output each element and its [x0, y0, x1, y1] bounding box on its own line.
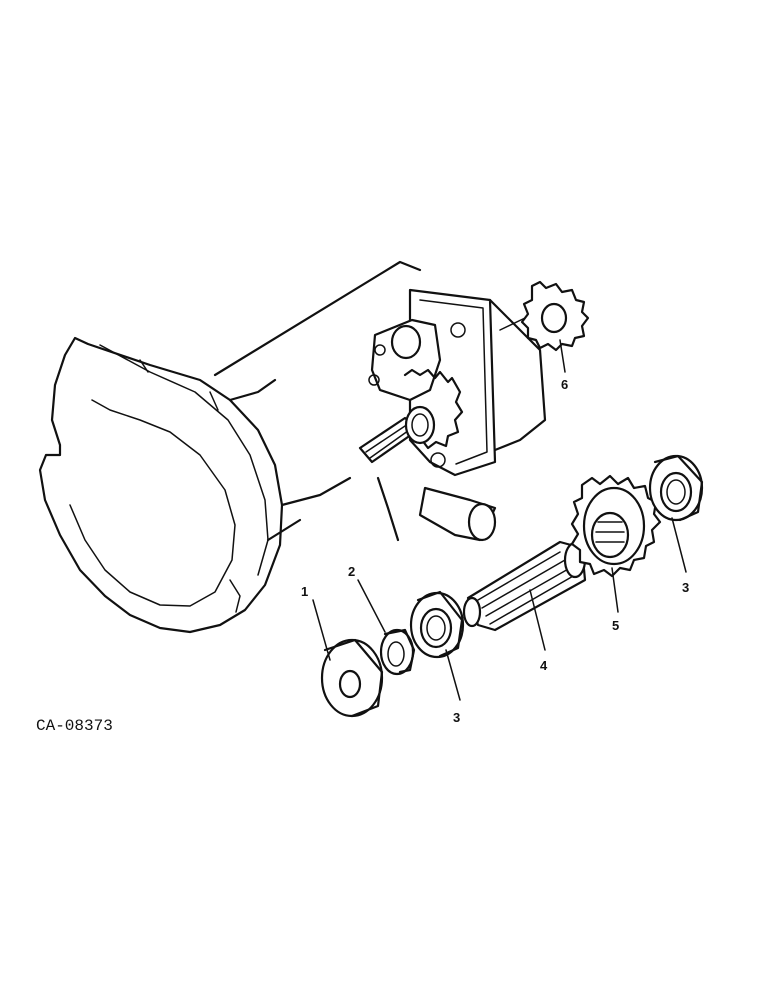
- part-4-splined-shaft: [462, 540, 587, 651]
- callout-2: 2: [348, 564, 355, 579]
- figure-code: CA-08373: [36, 717, 113, 735]
- callout-labels: 1 2 3 3 4 5 6: [301, 377, 689, 725]
- part-1-washer: [312, 599, 384, 718]
- part-3-bearing-left: [409, 590, 465, 701]
- part-3-bearing-right: [648, 454, 704, 573]
- callout-6: 6: [561, 377, 568, 392]
- part-2-seal: [357, 579, 416, 676]
- assembly-leader-line: [376, 476, 400, 542]
- part-5-bevel-gear: [570, 474, 662, 613]
- callout-5: 5: [612, 618, 619, 633]
- callout-3-left: 3: [453, 710, 460, 725]
- callout-1: 1: [301, 584, 308, 599]
- callout-3-right: 3: [682, 580, 689, 595]
- part-6-pump-gear: [499, 280, 590, 373]
- transmission-housing: [38, 260, 547, 634]
- callout-4: 4: [540, 658, 548, 673]
